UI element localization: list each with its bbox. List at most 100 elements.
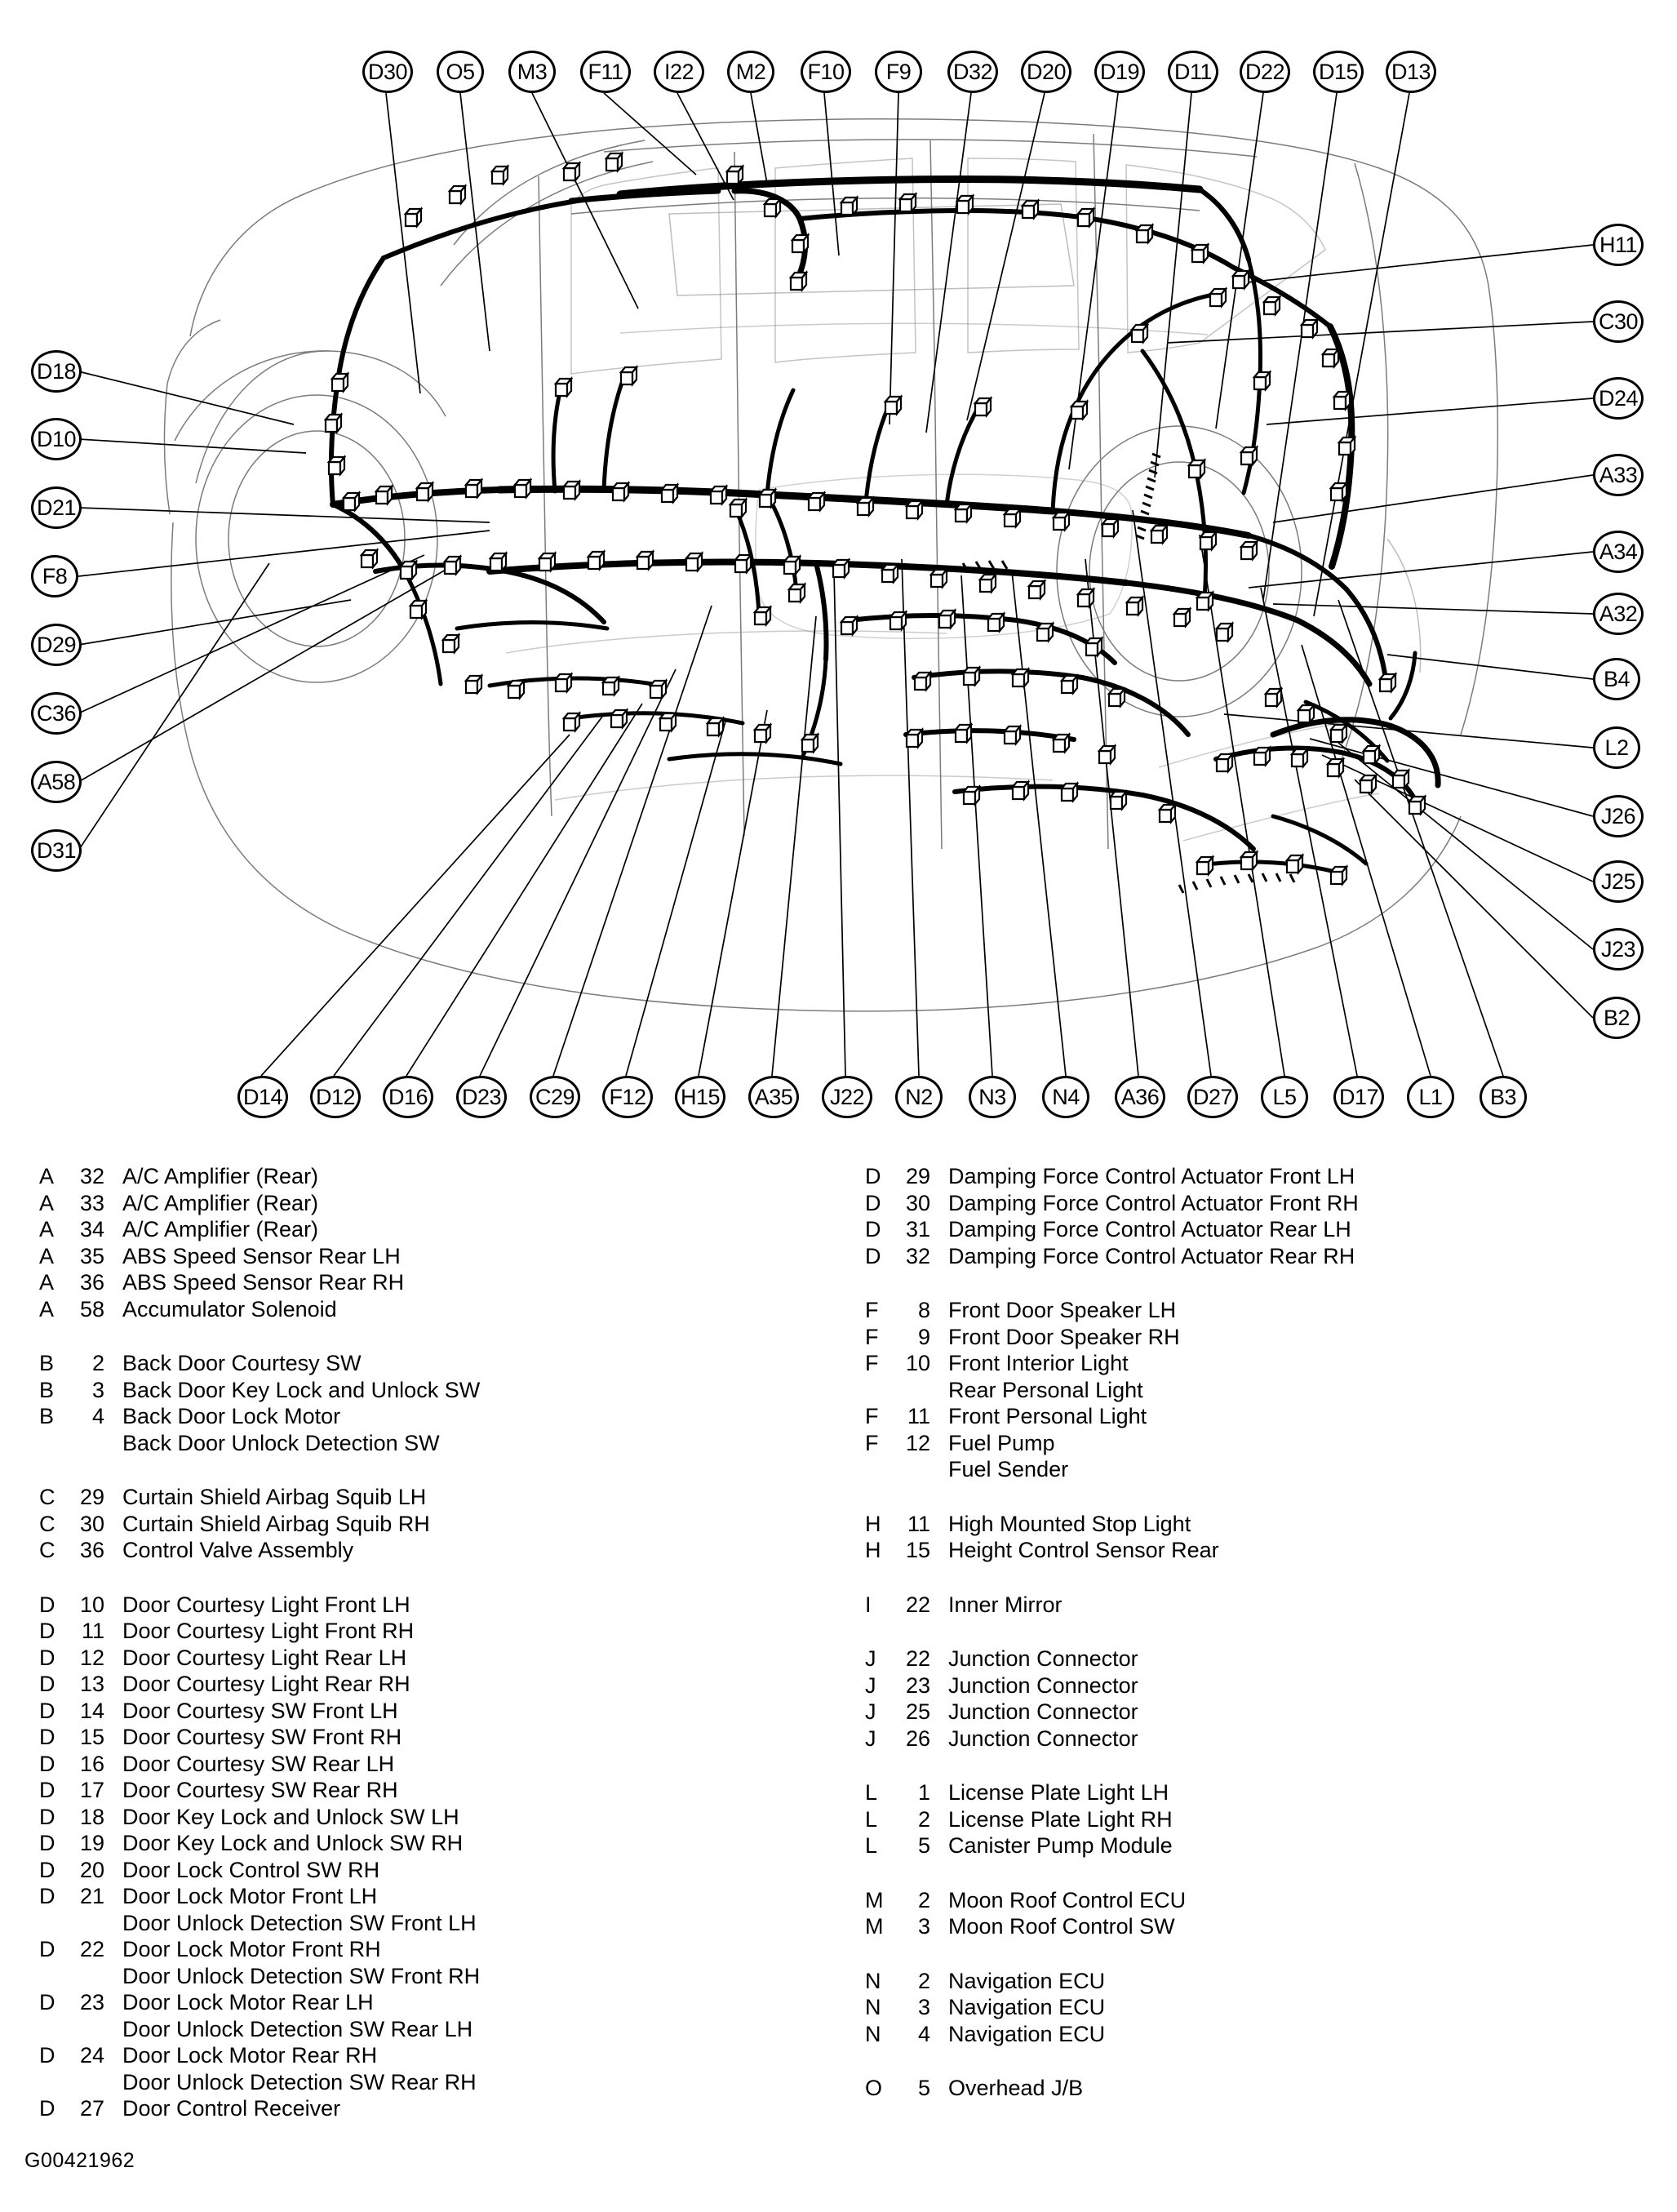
callout-d22[interactable]: D22 bbox=[1240, 51, 1290, 93]
callout-d14[interactable]: D14 bbox=[237, 1076, 288, 1118]
callout-a32[interactable]: A32 bbox=[1593, 593, 1644, 635]
callout-f9[interactable]: F9 bbox=[875, 51, 922, 93]
connector-symbol bbox=[733, 552, 753, 575]
callout-j22[interactable]: J22 bbox=[822, 1076, 872, 1118]
callout-label: A33 bbox=[1599, 462, 1638, 487]
callout-d19[interactable]: D19 bbox=[1094, 51, 1145, 93]
callout-d15[interactable]: D15 bbox=[1313, 51, 1364, 93]
callout-a34[interactable]: A34 bbox=[1593, 531, 1644, 573]
callout-d32[interactable]: D32 bbox=[947, 51, 998, 93]
legend-number: 2 bbox=[91, 1351, 104, 1375]
legend-description: Height Control Sensor Rear bbox=[948, 1538, 1219, 1562]
callout-h11[interactable]: H11 bbox=[1593, 224, 1644, 266]
legend-letter: D bbox=[39, 1937, 55, 1961]
callout-c30[interactable]: C30 bbox=[1593, 300, 1644, 343]
legend-number: 16 bbox=[79, 1751, 104, 1776]
callout-f10[interactable]: F10 bbox=[801, 51, 851, 93]
callout-label: D19 bbox=[1099, 59, 1140, 84]
callout-n3[interactable]: N3 bbox=[969, 1076, 1016, 1118]
connector-symbol bbox=[1325, 756, 1346, 780]
callout-d31[interactable]: D31 bbox=[31, 829, 82, 872]
legend-number: 13 bbox=[79, 1672, 104, 1696]
leader-line bbox=[1199, 534, 1285, 1077]
connector-symbol bbox=[341, 490, 362, 513]
legend-letter: J bbox=[865, 1726, 876, 1751]
callout-j25[interactable]: J25 bbox=[1593, 860, 1644, 903]
legend-letter: F bbox=[865, 1298, 879, 1322]
leader-line bbox=[1386, 654, 1594, 680]
callout-n2[interactable]: N2 bbox=[895, 1076, 943, 1118]
callout-m2[interactable]: M2 bbox=[727, 51, 774, 93]
connector-symbol bbox=[415, 480, 435, 504]
legend-letter: N bbox=[865, 1968, 881, 1993]
connector-symbol bbox=[728, 496, 748, 520]
callout-label: M3 bbox=[517, 59, 548, 84]
callout-d23[interactable]: D23 bbox=[456, 1076, 507, 1118]
legend-letter: D bbox=[39, 1990, 55, 2014]
connector-symbol bbox=[904, 498, 925, 522]
callout-label: L1 bbox=[1418, 1084, 1443, 1109]
callout-d18[interactable]: D18 bbox=[31, 350, 82, 393]
legend-description: Back Door Unlock Detection SW bbox=[122, 1430, 440, 1455]
callout-m3[interactable]: M3 bbox=[508, 51, 556, 93]
callout-n4[interactable]: N4 bbox=[1042, 1076, 1089, 1118]
callout-l2[interactable]: L2 bbox=[1593, 726, 1640, 769]
callout-a58[interactable]: A58 bbox=[31, 761, 82, 803]
leader-line bbox=[78, 554, 425, 714]
leader-line bbox=[385, 92, 421, 394]
callout-d10[interactable]: D10 bbox=[31, 418, 82, 460]
legend-description: Junction Connector bbox=[948, 1726, 1138, 1751]
callout-d21[interactable]: D21 bbox=[31, 486, 82, 529]
callout-b2[interactable]: B2 bbox=[1593, 997, 1640, 1039]
legend-number: 4 bbox=[917, 2021, 930, 2046]
callout-d13[interactable]: D13 bbox=[1386, 51, 1436, 93]
callout-f8[interactable]: F8 bbox=[31, 555, 78, 597]
callout-b4[interactable]: B4 bbox=[1593, 658, 1640, 700]
callout-d27[interactable]: D27 bbox=[1187, 1076, 1238, 1118]
legend-letter: C bbox=[39, 1485, 55, 1509]
callout-d20[interactable]: D20 bbox=[1021, 51, 1071, 93]
callout-d17[interactable]: D17 bbox=[1333, 1076, 1384, 1118]
callout-h15[interactable]: H15 bbox=[675, 1076, 725, 1118]
callout-a35[interactable]: A35 bbox=[748, 1076, 799, 1118]
callout-label: O5 bbox=[446, 59, 475, 84]
callout-b3[interactable]: B3 bbox=[1480, 1076, 1527, 1118]
callout-f11[interactable]: F11 bbox=[580, 51, 631, 93]
callout-d11[interactable]: D11 bbox=[1168, 51, 1218, 93]
leader-line bbox=[78, 562, 458, 783]
callout-o5[interactable]: O5 bbox=[437, 51, 484, 93]
callout-label: B4 bbox=[1603, 666, 1630, 691]
callout-l5[interactable]: L5 bbox=[1261, 1076, 1308, 1118]
callout-d24[interactable]: D24 bbox=[1593, 377, 1644, 420]
connector-symbol bbox=[1296, 702, 1316, 726]
callout-j23[interactable]: J23 bbox=[1593, 928, 1644, 971]
callout-l1[interactable]: L1 bbox=[1407, 1076, 1454, 1118]
callout-d30[interactable]: D30 bbox=[362, 51, 413, 93]
callout-a36[interactable]: A36 bbox=[1115, 1076, 1165, 1118]
legend-description: Damping Force Control Actuator Front LH bbox=[948, 1164, 1355, 1188]
connector-symbol bbox=[1069, 398, 1089, 422]
callout-c36[interactable]: C36 bbox=[31, 692, 82, 735]
legend-letter: D bbox=[39, 1857, 55, 1882]
callout-d29[interactable]: D29 bbox=[31, 624, 82, 666]
callout-d12[interactable]: D12 bbox=[310, 1076, 361, 1118]
leader-line bbox=[1166, 321, 1594, 344]
leader-line bbox=[901, 558, 920, 1077]
legend-description: Front Interior Light bbox=[948, 1351, 1129, 1375]
legend-letter: D bbox=[39, 1592, 55, 1617]
callout-d16[interactable]: D16 bbox=[383, 1076, 433, 1118]
callout-j26[interactable]: J26 bbox=[1593, 795, 1644, 837]
callout-f12[interactable]: F12 bbox=[602, 1076, 653, 1118]
callout-a33[interactable]: A33 bbox=[1593, 454, 1644, 496]
callout-label: H15 bbox=[680, 1084, 721, 1109]
legend-number: 26 bbox=[905, 1726, 930, 1751]
callout-c29[interactable]: C29 bbox=[530, 1076, 580, 1118]
callout-i22[interactable]: I22 bbox=[654, 51, 704, 93]
